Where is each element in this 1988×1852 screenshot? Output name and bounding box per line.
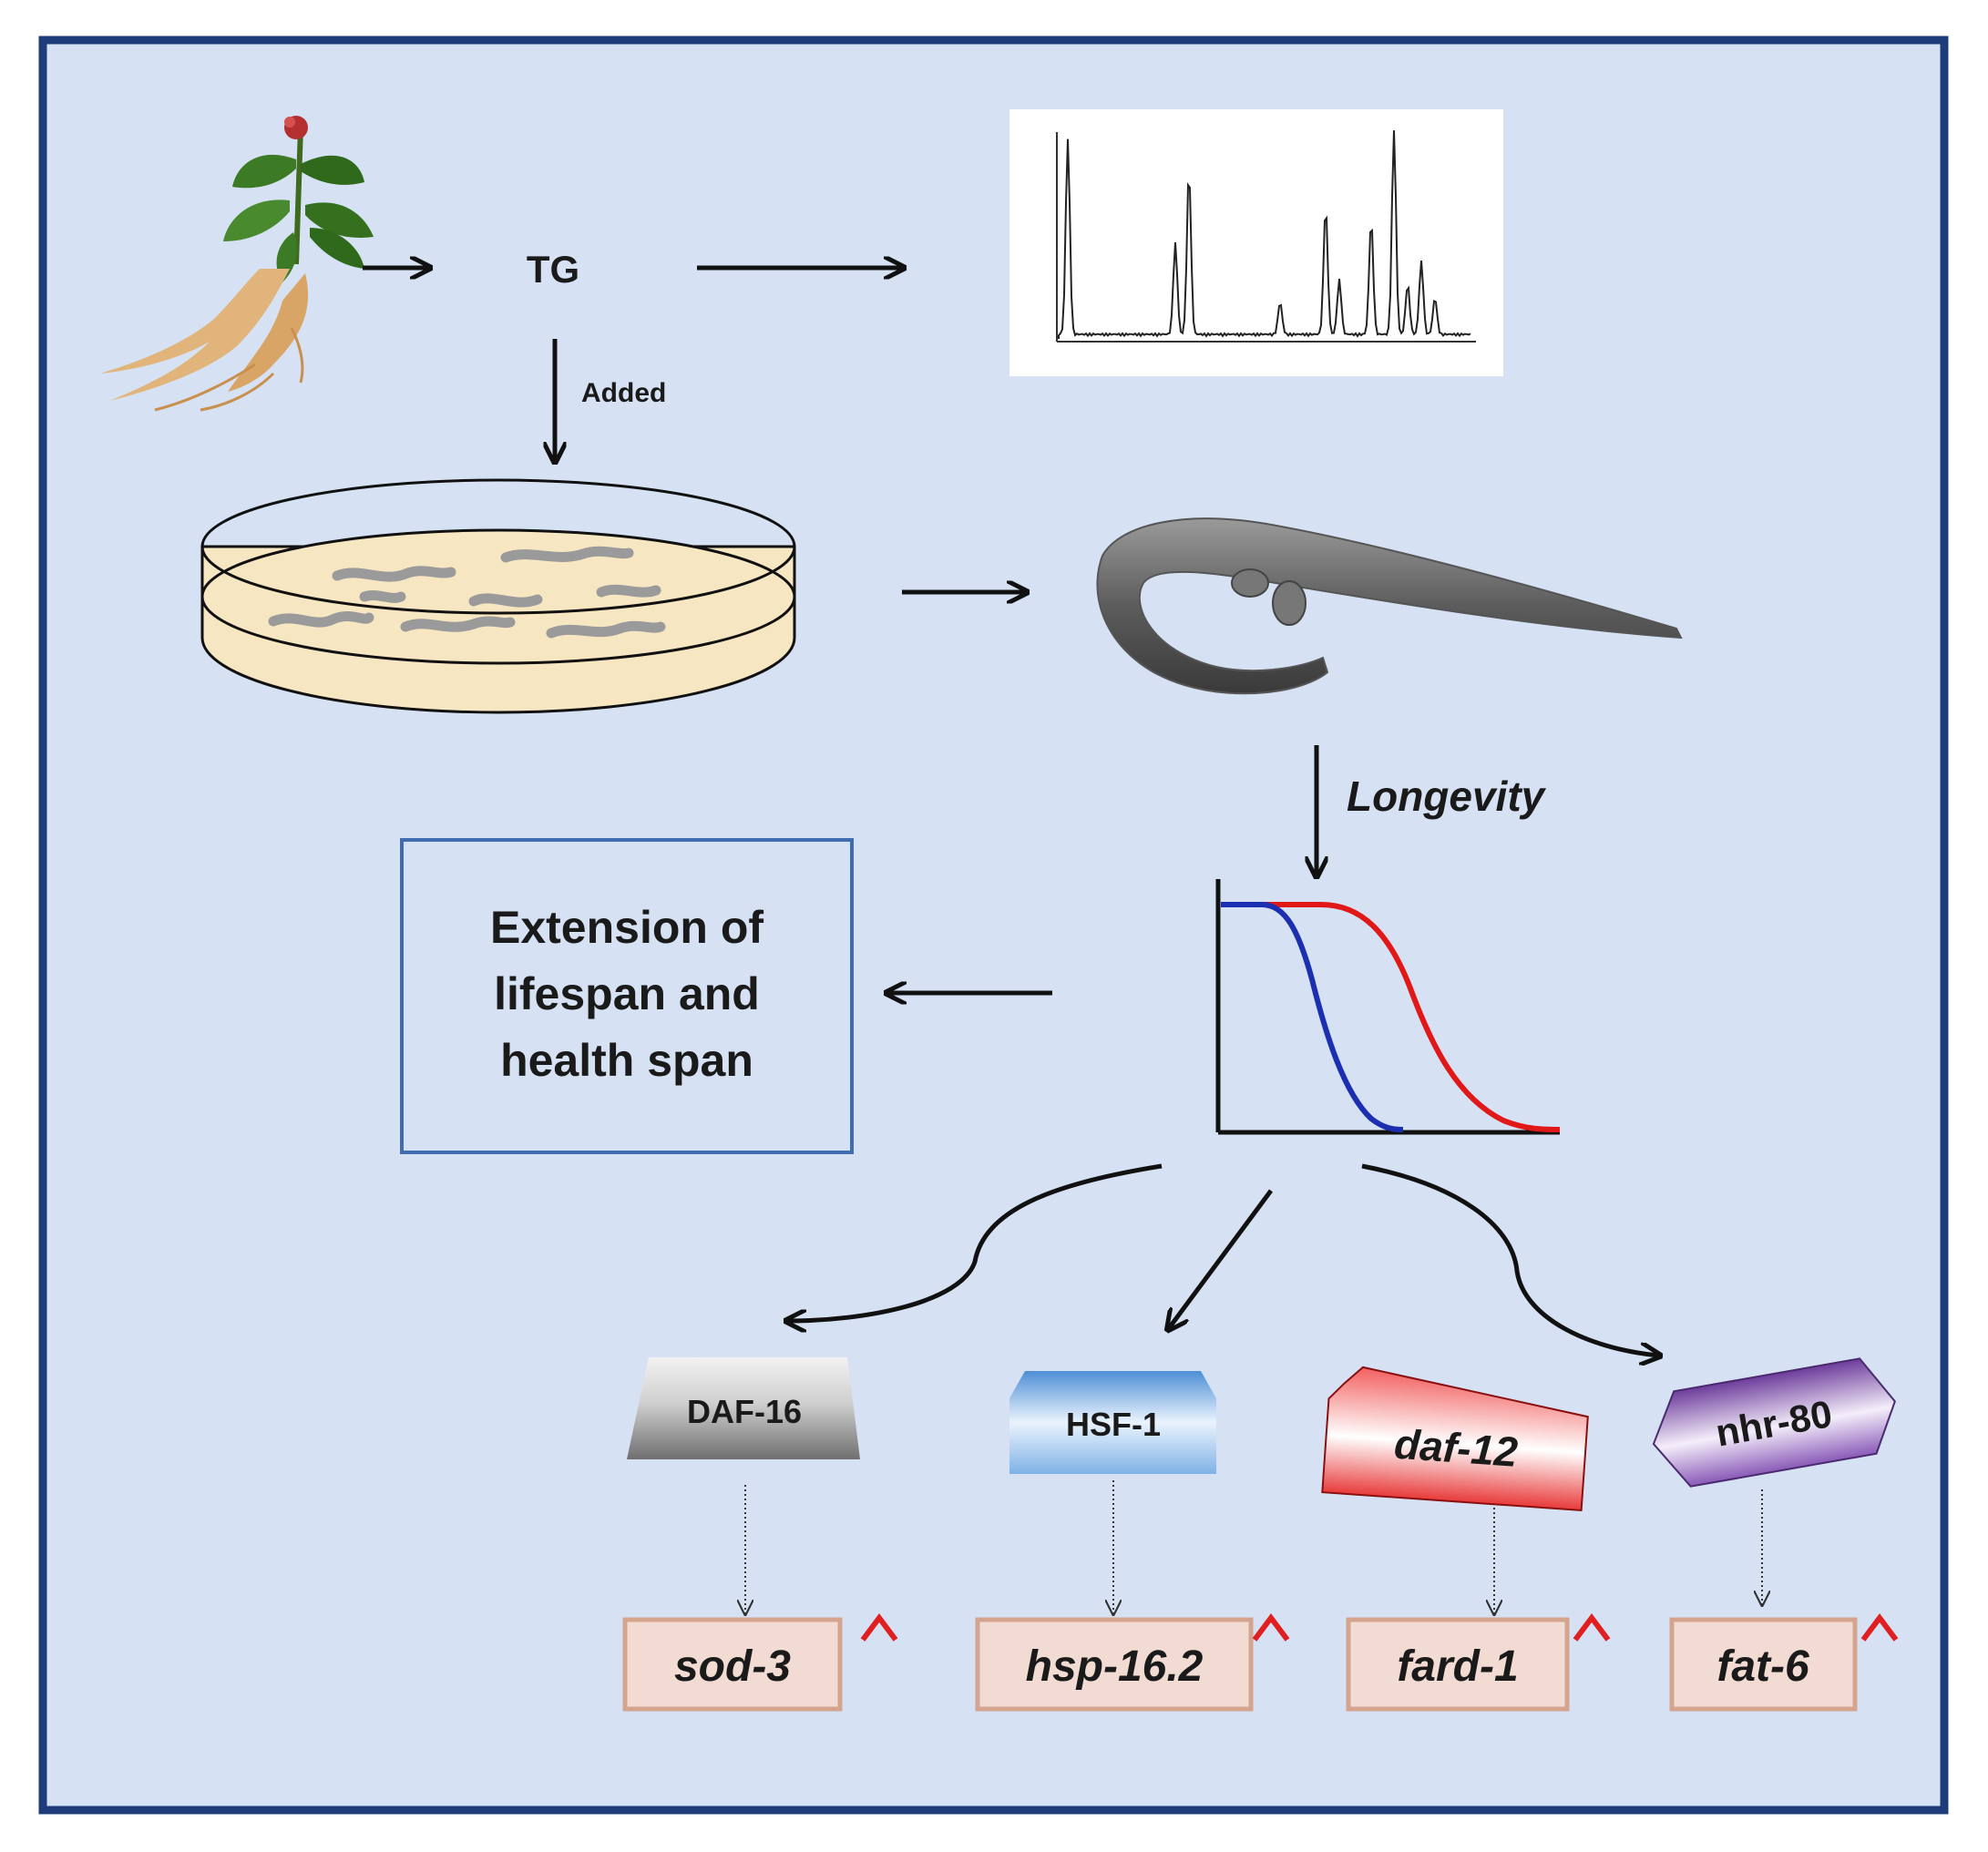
petri-dish-icon: [200, 478, 796, 714]
gene-label: sod-3: [674, 1642, 791, 1691]
ginseng-root-icon: [100, 116, 374, 412]
gene-fat-6: fat-6: [1669, 1617, 1858, 1712]
up-arrow-icon: [1573, 1613, 1611, 1713]
up-arrow-icon: [1252, 1613, 1290, 1713]
hplc-chromatogram-icon: [1009, 109, 1503, 376]
gene-hsp-16-2: hsp-16.2: [975, 1617, 1254, 1712]
arrow-to-daf16: [788, 1163, 1163, 1321]
factor-label: HSF-1: [1066, 1406, 1161, 1443]
tg-label: TG: [527, 248, 579, 291]
upregulation-arrows: [860, 1613, 1899, 1713]
diagram-background: [38, 36, 1949, 1815]
up-arrow-icon: [860, 1613, 898, 1713]
survival-curve-icon: [1215, 879, 1561, 1135]
arrow-to-nhr80: [1361, 1163, 1658, 1356]
survival-curve-treated: [1221, 902, 1561, 1132]
outcome-line-3: health span: [500, 1035, 753, 1086]
factor-label: daf-12: [1393, 1420, 1520, 1476]
outcome-box: Extension of lifespan and health span: [400, 838, 854, 1154]
gene-label: fat-6: [1716, 1642, 1809, 1691]
factor-nhr-80: nhr-80: [1652, 1357, 1896, 1488]
gene-fard-1: fard-1: [1346, 1617, 1570, 1712]
survival-curve-control: [1221, 902, 1404, 1132]
arrow-to-hsf1: [1169, 1189, 1274, 1328]
factor-daf-16: DAF-16: [627, 1357, 860, 1459]
factor-label: DAF-16: [687, 1393, 802, 1430]
outcome-line-2: lifespan and: [494, 968, 760, 1019]
gene-sod-3: sod-3: [622, 1617, 843, 1712]
gene-label: fard-1: [1397, 1642, 1518, 1691]
factor-hsf-1: HSF-1: [1009, 1371, 1216, 1474]
gene-label: hsp-16.2: [1026, 1642, 1204, 1691]
nematode-icon: [1096, 517, 1683, 695]
longevity-label: Longevity: [1347, 773, 1547, 820]
up-arrow-icon: [1860, 1613, 1899, 1713]
outcome-line-1: Extension of: [490, 902, 763, 953]
added-label: Added: [581, 378, 666, 408]
factor-daf-12: daf-12: [1321, 1366, 1589, 1512]
